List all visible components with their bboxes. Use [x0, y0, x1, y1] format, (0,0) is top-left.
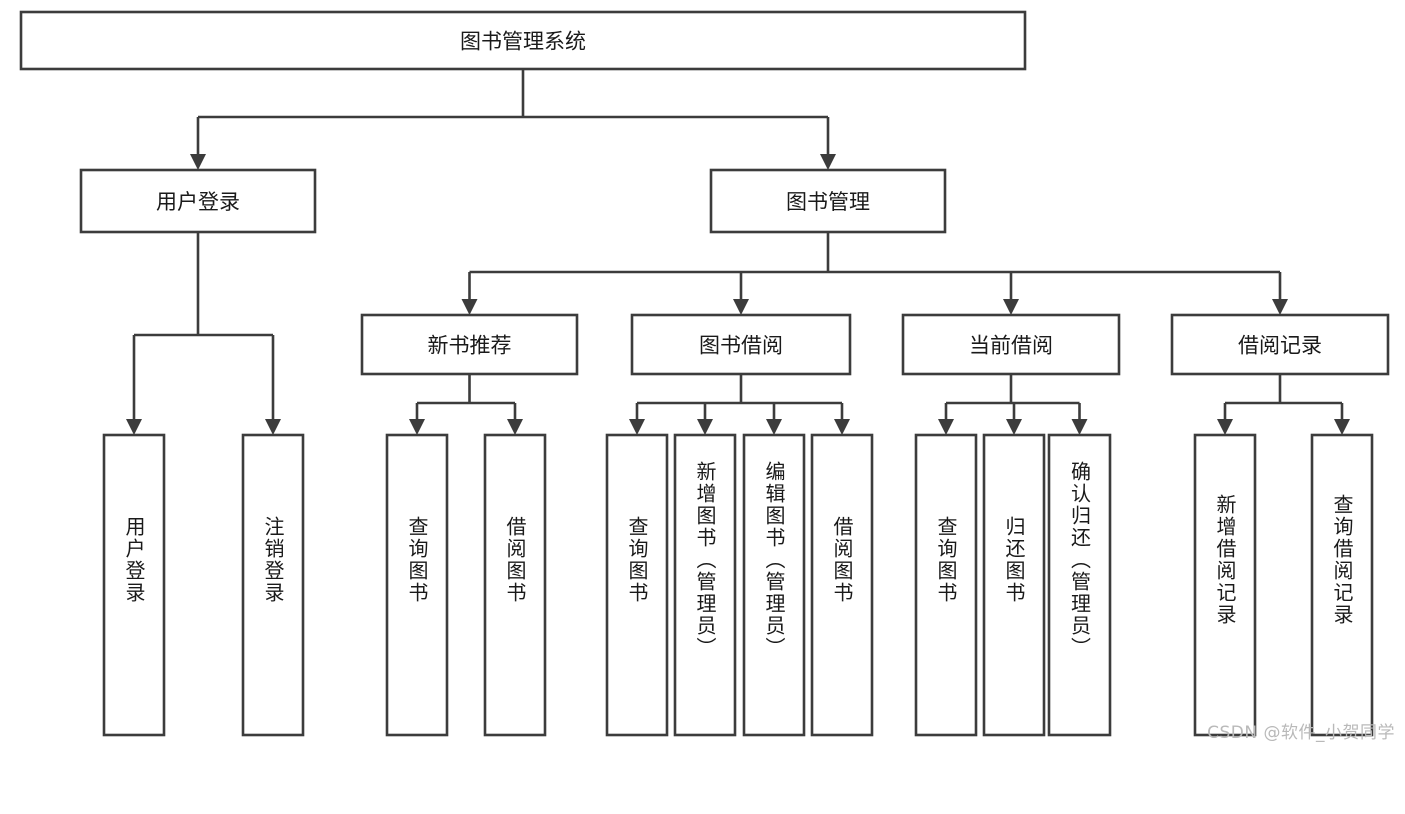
node-leaf-query-book-1[interactable] [385, 433, 449, 737]
node-label-book-manage: 图书管理 [786, 190, 870, 214]
node-box-user-login [79, 168, 317, 234]
connectors-layer [126, 69, 1350, 435]
node-box-book-borrow [630, 313, 852, 376]
node-book-manage[interactable]: 图书管理 [709, 168, 947, 234]
arrow-head-icon [1006, 419, 1022, 435]
arrow-head-icon [1217, 419, 1233, 435]
node-box-current-borrow [901, 313, 1121, 376]
node-leaf-add-book[interactable] [673, 433, 737, 737]
node-box-leaf-add-book [673, 433, 737, 737]
connector-edge-bm-bus [461, 232, 1288, 315]
node-leaf-query-book-3[interactable] [914, 433, 978, 737]
arrow-head-icon [126, 419, 142, 435]
arrow-head-icon [190, 154, 206, 170]
node-box-leaf-query-book-2 [605, 433, 669, 737]
node-box-leaf-borrow-book-2 [810, 433, 874, 737]
node-book-borrow[interactable]: 图书借阅 [630, 313, 852, 376]
connector-edge-bb-bus [629, 374, 850, 435]
node-box-leaf-user-login [102, 433, 166, 737]
node-leaf-borrow-book-1[interactable] [483, 433, 547, 737]
node-leaf-return-book[interactable] [982, 433, 1046, 737]
node-borrow-record[interactable]: 借阅记录 [1170, 313, 1390, 376]
node-box-borrow-record [1170, 313, 1390, 376]
node-label-new-book-recommend: 新书推荐 [428, 334, 512, 358]
arrow-head-icon [834, 419, 850, 435]
node-label-book-borrow: 图书借阅 [699, 334, 783, 358]
arrow-head-icon [265, 419, 281, 435]
node-new-book-recommend[interactable]: 新书推荐 [360, 313, 579, 376]
arrow-head-icon [733, 299, 749, 315]
node-box-leaf-logout [241, 433, 305, 737]
connector-edge-nbr-bus [409, 374, 523, 435]
arrow-head-icon [820, 154, 836, 170]
node-leaf-edit-book[interactable] [742, 433, 806, 737]
arrow-head-icon [1071, 419, 1088, 435]
arrow-head-icon [507, 419, 523, 435]
diagram-root: 图书管理系统用户登录图书管理新书推荐图书借阅当前借阅借阅记录 用户登录注销登录查… [19, 10, 1395, 743]
node-box-new-book-recommend [360, 313, 579, 376]
connector-edge-cb-bus [938, 374, 1088, 435]
node-user-login[interactable]: 用户登录 [79, 168, 317, 234]
node-box-leaf-query-book-3 [914, 433, 978, 737]
node-label-current-borrow: 当前借阅 [969, 334, 1053, 358]
arrow-head-icon [629, 419, 645, 435]
node-box-leaf-borrow-book-1 [483, 433, 547, 737]
arrow-head-icon [1272, 299, 1288, 315]
watermark: CSDN @软件_小贺同学 [1207, 723, 1395, 743]
arrow-head-icon [409, 419, 425, 435]
node-current-borrow[interactable]: 当前借阅 [901, 313, 1121, 376]
node-box-leaf-edit-book [742, 433, 806, 737]
arrow-head-icon [1003, 299, 1019, 315]
arrow-head-icon [461, 299, 478, 315]
node-box-leaf-add-record [1193, 433, 1257, 737]
node-root[interactable]: 图书管理系统 [19, 10, 1027, 71]
connector-edge-ul-bus [126, 232, 281, 435]
node-box-leaf-query-record [1310, 433, 1374, 737]
node-leaf-user-login[interactable] [102, 433, 166, 737]
arrow-head-icon [766, 419, 782, 435]
node-box-leaf-return-book [982, 433, 1046, 737]
node-leaf-borrow-book-2[interactable] [810, 433, 874, 737]
node-box-root [19, 10, 1027, 71]
node-label-root: 图书管理系统 [460, 30, 586, 54]
node-leaf-confirm-return[interactable] [1047, 433, 1112, 737]
connector-edge-br-bus [1217, 374, 1350, 435]
node-box-leaf-query-book-1 [385, 433, 449, 737]
arrow-head-icon [938, 419, 954, 435]
node-box-book-manage [709, 168, 947, 234]
node-label-user-login: 用户登录 [156, 190, 240, 214]
node-leaf-logout[interactable] [241, 433, 305, 737]
arrow-head-icon [697, 419, 713, 435]
node-box-leaf-confirm-return [1047, 433, 1112, 737]
node-leaf-query-record[interactable] [1310, 433, 1374, 737]
node-label-borrow-record: 借阅记录 [1238, 334, 1322, 358]
arrow-head-icon [1334, 419, 1350, 435]
node-leaf-add-record[interactable] [1193, 433, 1257, 737]
connector-edge-root-bus [190, 69, 836, 170]
node-leaf-query-book-2[interactable] [605, 433, 669, 737]
